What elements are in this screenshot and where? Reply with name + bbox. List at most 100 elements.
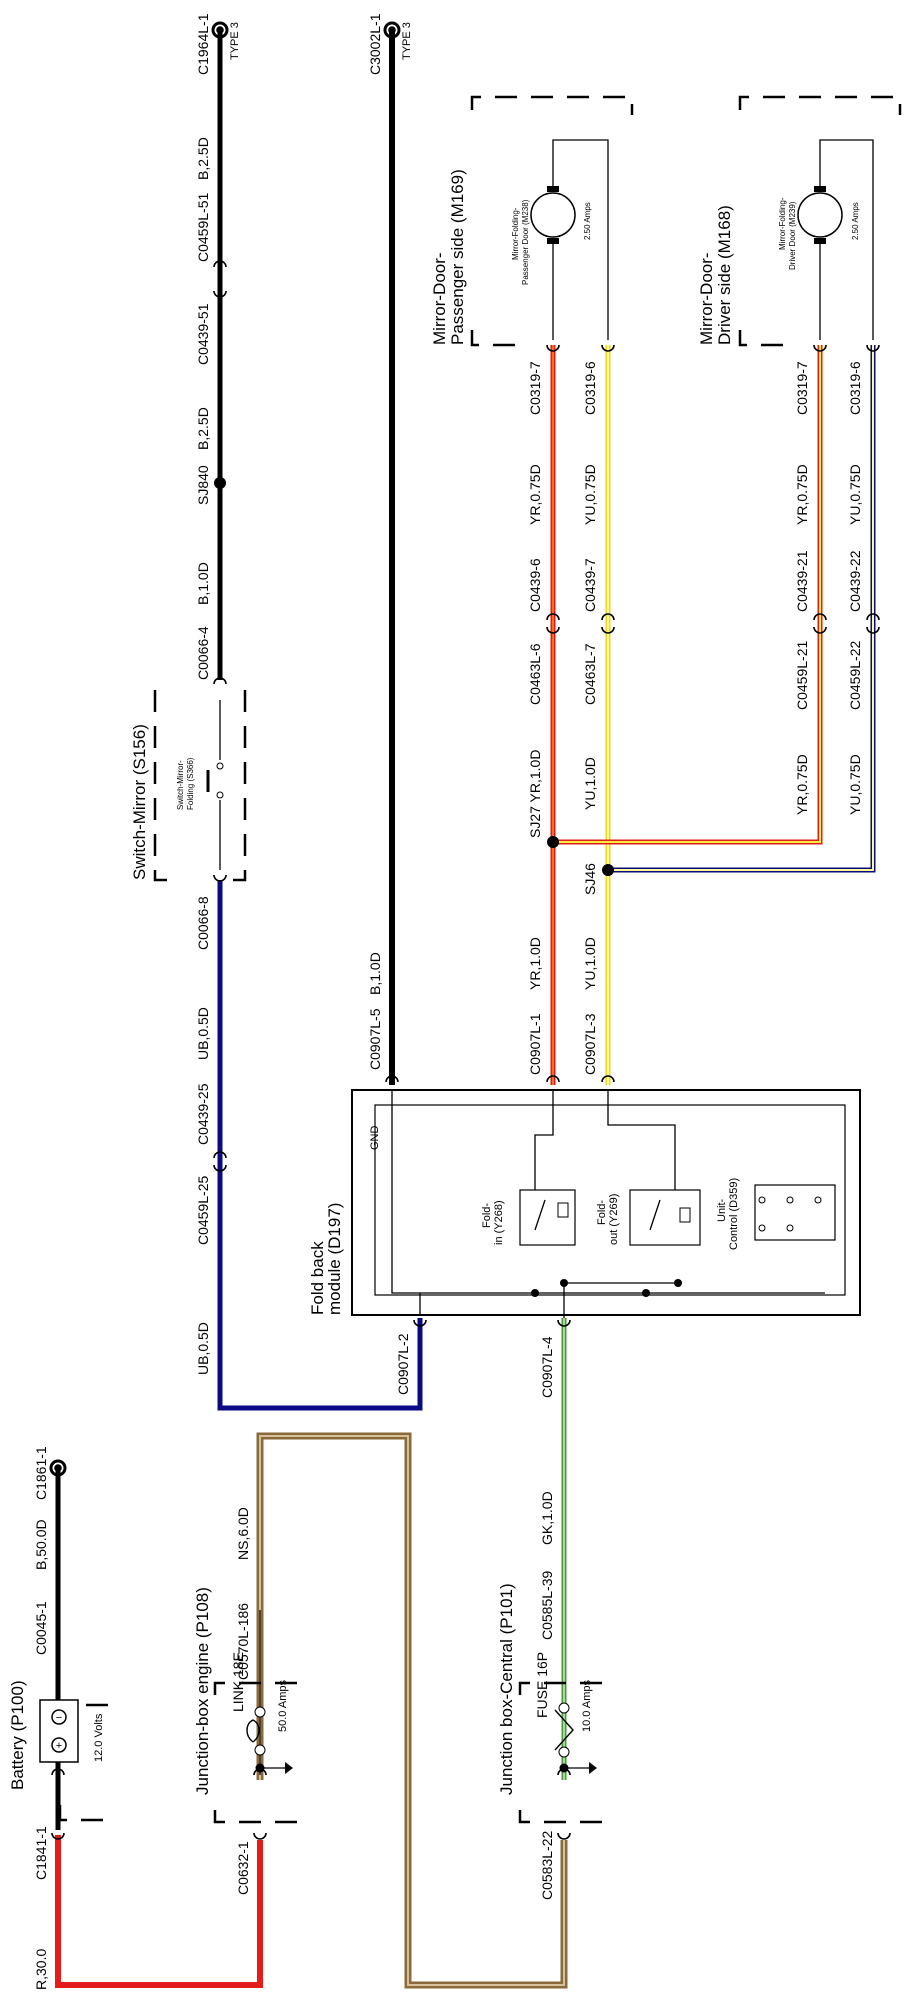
label-yu10a: YU,1.0D — [582, 757, 598, 810]
mirror-drv-motor2: Driver Door (M239) — [788, 201, 797, 270]
label-ub05a: UB,0.5D — [195, 1007, 211, 1060]
connectors — [49, 21, 880, 1840]
fuse-link-icon — [246, 1719, 260, 1743]
label-c1964: C1964L-1 — [195, 13, 211, 75]
label-c0459-21: C0459L-21 — [794, 641, 810, 710]
mirror-passenger: Mirror-Door- Passenger side (M169) Mirro… — [430, 95, 634, 347]
label-c0439-51: C0439-51 — [195, 303, 211, 365]
fold-out-coil-icon — [679, 1207, 691, 1223]
label-r300: R,30.0 — [33, 1949, 49, 1990]
label-c1841: C1841-1 — [33, 1826, 49, 1880]
switch-sub1: Switch-Mirror- — [176, 760, 185, 810]
battery-positive-icon — [51, 1737, 67, 1753]
wire-link-brown-inner — [259, 1435, 565, 1986]
label-c3002: C3002L-1 — [367, 13, 383, 75]
fold-in-coil-icon — [557, 1202, 569, 1218]
fold-out-label1: Fold- — [596, 1200, 608, 1225]
label-c0319-7b: C0319-7 — [794, 361, 810, 415]
fold-out-label2: out (Y269) — [608, 1194, 620, 1245]
terminal-ring-icon — [49, 1459, 67, 1477]
label-c0632-1: C0632-1 — [235, 1841, 251, 1895]
unit-control-label2: Control (D359) — [728, 1178, 740, 1250]
label-c0583-22: C0583L-22 — [539, 1831, 555, 1900]
label-yu075c: YU,0.75D — [847, 754, 863, 815]
label-c0907-5: C0907L-5 — [367, 1008, 383, 1070]
label-c0319-6a: C0319-6 — [582, 361, 598, 415]
fold-back-module: Fold back module (D197) GND Fold- in (Y2… — [308, 1089, 861, 1318]
label-type3b: TYPE 3 — [401, 22, 413, 60]
label-c0319-6b: C0319-6 — [847, 361, 863, 415]
switch-mirror: Switch-Mirror (S156) Switch-Mirror- Fold… — [130, 690, 247, 882]
fuse-icon — [554, 1709, 574, 1751]
mirror-drv-motor1: Mirror-Folding- — [778, 197, 787, 250]
module-title2: module (D197) — [325, 1203, 344, 1315]
fold-in-label1: Fold- — [481, 1203, 493, 1228]
svg-text:−: − — [56, 1712, 62, 1724]
mirror-drv-title1: Mirror-Door- — [697, 252, 716, 345]
switch-sub2: Folding (S366) — [186, 757, 195, 810]
motor-icon — [797, 192, 843, 238]
module-gnd: GND — [369, 1126, 381, 1151]
label-yr10: YR,1.0D — [527, 937, 543, 990]
splice-sj27 — [547, 836, 559, 848]
label-c0459-25: C0459L-25 — [195, 1176, 211, 1245]
label-c0066-8: C0066-8 — [195, 896, 211, 950]
label-c0907-2: C0907L-2 — [395, 1333, 411, 1395]
module-box — [351, 1089, 861, 1316]
label-type3a: TYPE 3 — [229, 22, 241, 60]
label-yr075b: YR,0.75D — [794, 464, 810, 525]
mirror-pass-motor2: Passenger Door (M238) — [521, 199, 530, 285]
label-c0907-1: C0907L-1 — [527, 1013, 543, 1075]
jb-engine-link: LINK 18E — [230, 1652, 246, 1712]
label-b500: B,50.0D — [33, 1519, 49, 1570]
wire-yr-driver-inner — [553, 345, 821, 843]
label-yr075a: YR,0.75D — [527, 464, 543, 525]
label-c0585-39: C0585L-39 — [539, 1571, 555, 1640]
junction-box-central: Junction box-Central (P101) FUSE 16P 10.… — [497, 1583, 615, 1824]
jb-engine-amps: 50.0 Amps — [277, 1680, 289, 1732]
terminal-ring-icon — [383, 21, 401, 39]
jb-central-amps: 10.0 Amps — [581, 1680, 593, 1732]
label-b10a: B,1.0D — [195, 562, 211, 605]
switch-title: Switch-Mirror (S156) — [130, 724, 149, 880]
fold-in-label2: in (Y268) — [493, 1200, 505, 1245]
wire-yu-driver — [608, 345, 876, 873]
wire-yu-driver-inner — [608, 345, 874, 871]
motor-icon — [530, 192, 576, 238]
label-b25a: B,2.5D — [195, 137, 211, 180]
mirror-drv-amps: 2.50 Amps — [851, 202, 860, 240]
label-sj840: SJ840 — [195, 465, 211, 505]
wire-battery-red — [55, 1835, 263, 1988]
terminal-ring-icon — [211, 21, 229, 39]
label-c0907-3: C0907L-3 — [582, 1013, 598, 1075]
battery-negative-icon — [51, 1709, 67, 1725]
label-c0439-7: C0439-7 — [582, 558, 598, 612]
label-yu10b: YU,1.0D — [582, 937, 598, 990]
label-c0907-4: C0907L-4 — [539, 1336, 555, 1398]
label-yr075c: YR,0.75D — [794, 754, 810, 815]
label-ub05b: UB,0.5D — [195, 1322, 211, 1375]
label-c0045: C0045-1 — [33, 1601, 49, 1655]
unit-control-label1: Unit- — [716, 1198, 728, 1222]
label-c0570-186: C0570L-186 — [235, 1603, 251, 1680]
label-c0066-4: C0066-4 — [195, 626, 211, 680]
fold-out-contact-icon — [649, 1199, 661, 1231]
label-c0439-6: C0439-6 — [527, 558, 543, 612]
jb-central-fuse: FUSE 16P — [534, 1652, 550, 1718]
battery-volts: 12.0 Volts — [93, 1713, 105, 1762]
jb-engine-title: Junction-box engine (P108) — [193, 1587, 212, 1795]
label-sj46: SJ46 — [582, 863, 598, 895]
mirror-pass-title1: Mirror-Door- — [430, 252, 449, 345]
label-c0463-7: C0463L-7 — [582, 643, 598, 705]
module-title1: Fold back — [308, 1241, 327, 1315]
mirror-pass-title2: Passenger side (M169) — [448, 169, 467, 345]
junction-box-engine: Junction-box engine (P108) LINK 18E 50.0… — [193, 1587, 310, 1824]
label-c0439-22: C0439-22 — [847, 550, 863, 612]
battery: + − Battery (P100) 12.0 Volts — [8, 1680, 115, 1822]
label-c1861: C1861-1 — [33, 1446, 49, 1500]
label-c0439-21: C0439-21 — [794, 550, 810, 612]
wires — [55, 30, 876, 1989]
svg-text:+: + — [56, 1740, 62, 1752]
